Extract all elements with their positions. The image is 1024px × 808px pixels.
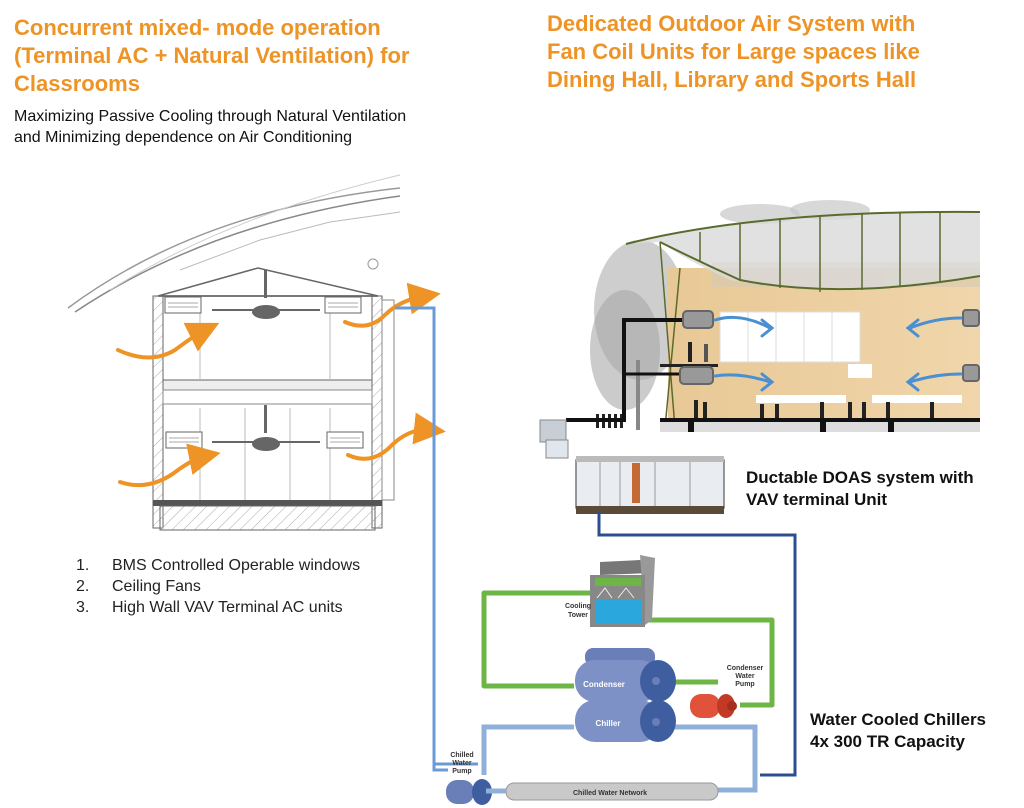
condenser-pump-icon xyxy=(690,694,737,718)
list-item: 3.High Wall VAV Terminal AC units xyxy=(76,599,343,616)
ceiling-fan-icon xyxy=(212,270,320,319)
ceiling-fan-icon xyxy=(212,405,320,451)
chilled-water-pump-icon xyxy=(446,779,492,805)
sports-hall-section xyxy=(566,200,981,432)
list-item: 1.BMS Controlled Operable windows xyxy=(76,557,361,574)
list-item: 2.Ceiling Fans xyxy=(76,578,201,595)
left-title: Concurrent mixed- mode operation (Termin… xyxy=(14,15,410,96)
svg-text:Water: Water xyxy=(735,673,754,680)
ac-unit-icon xyxy=(324,296,362,314)
natural-ventilation-arrows xyxy=(116,282,446,488)
condenser-pump-label: Condenser xyxy=(727,665,764,672)
fan-coil-unit-icon xyxy=(962,364,980,382)
network-label: Chilled Water Network xyxy=(573,790,647,797)
condenser-label: Condenser xyxy=(583,680,625,689)
feature-list: 1.BMS Controlled Operable windows 2.Ceil… xyxy=(76,555,360,618)
cooling-tower-icon xyxy=(590,555,655,627)
fan-coil-unit-icon xyxy=(962,309,980,327)
right-title: Dedicated Outdoor Air System with Fan Co… xyxy=(547,11,920,92)
chilled-water-riser xyxy=(395,306,448,772)
doas-label: Ductable DOAS system with VAV terminal U… xyxy=(746,468,974,509)
svg-text:Pump: Pump xyxy=(452,768,471,775)
fan-coil-unit-icon xyxy=(679,366,714,385)
classroom-section xyxy=(67,174,446,531)
chiller-capacity-label: Water Cooled Chillers 4x 300 TR Capacity xyxy=(810,710,987,751)
rooftop-unit-icon xyxy=(539,419,569,459)
doas-unit-icon xyxy=(575,456,725,514)
svg-text:Pump: Pump xyxy=(735,681,754,688)
supply-air-arrows xyxy=(713,315,963,392)
fan-coil-unit-icon xyxy=(682,310,714,329)
cooling-tower-label: Cooling xyxy=(565,603,591,610)
ac-unit-icon xyxy=(164,296,202,314)
chiller-label: Chiller xyxy=(596,719,621,728)
left-subtitle: Maximizing Passive Cooling through Natur… xyxy=(14,108,407,146)
ac-unit-icon xyxy=(326,431,364,449)
chiller-plant xyxy=(446,555,775,805)
svg-text:Tower: Tower xyxy=(568,612,588,619)
chiller-icon xyxy=(575,648,676,742)
doas-supply-line xyxy=(597,512,797,777)
chilled-pump-label: Chilled xyxy=(450,752,473,759)
svg-text:Water: Water xyxy=(452,760,471,767)
ac-unit-icon xyxy=(165,431,203,449)
